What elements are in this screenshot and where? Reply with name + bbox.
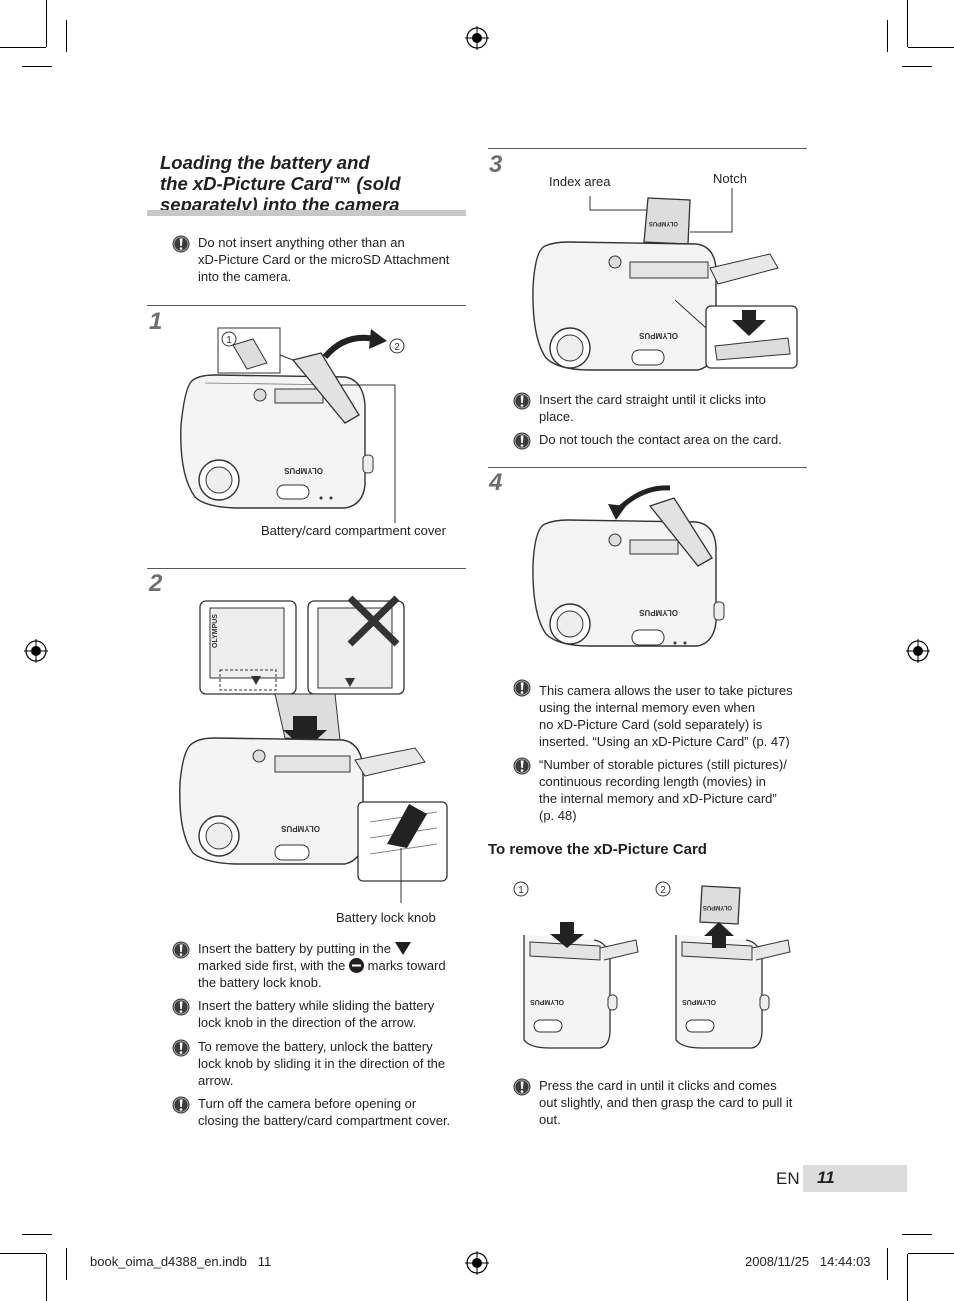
caution-note: Insert the battery while sliding the bat… (172, 997, 472, 1033)
title-underline-bar (147, 210, 466, 216)
callout-1: 1 (226, 335, 232, 346)
caution-note: Insert the card straight until it clicks… (513, 391, 813, 427)
caution-icon (172, 235, 190, 253)
caution-note: Do not touch the contact area on the car… (513, 431, 813, 450)
svg-text:OLYMPUS: OLYMPUS (281, 824, 320, 833)
camera-open-cover-illustration: OLYMPUS 1 2 (180, 327, 405, 523)
caution-note: To remove the battery, unlock the batter… (172, 1038, 472, 1092)
battery-lock-knob-label: Battery lock knob (336, 910, 436, 925)
caution-note: “Number of storable pictures (still pict… (513, 756, 813, 828)
battery-insertion-illustration: OLYMPUS OLYMPUS (179, 595, 448, 903)
registration-mark-right (906, 639, 930, 663)
svg-text:OLYMPUS: OLYMPUS (212, 614, 219, 648)
step-number: 2 (149, 570, 163, 597)
step-number: 1 (149, 308, 163, 335)
footer-datetime: 2008/11/25 14:44:03 (745, 1254, 871, 1269)
svg-text:OLYMPUS: OLYMPUS (639, 608, 678, 617)
page-number-tab (803, 1165, 907, 1192)
caution-icon (513, 432, 531, 450)
caution-note: Do not insert anything other than an xD-… (172, 234, 472, 288)
caution-icon (172, 941, 190, 959)
callout-2: 2 (660, 885, 666, 896)
caution-icon (513, 679, 531, 697)
caution-icon (513, 757, 531, 775)
step-number: 3 (489, 151, 503, 178)
svg-text:OLYMPUS: OLYMPUS (639, 331, 678, 340)
minus-mark-icon (349, 958, 365, 973)
svg-text:OLYMPUS: OLYMPUS (649, 220, 678, 226)
svg-text:OLYMPUS: OLYMPUS (682, 998, 716, 1005)
footer-filename: book_oima_d4388_en.indb 11 (90, 1254, 272, 1269)
step-number: 4 (489, 469, 503, 496)
callout-2: 2 (394, 342, 400, 353)
step-divider (488, 467, 807, 468)
section-title: Loading the battery and the xD-Picture C… (160, 152, 401, 215)
notch-label: Notch (713, 171, 747, 186)
registration-mark-bottom (465, 1251, 489, 1275)
caution-note: Insert the battery by putting in the mar… (172, 940, 472, 994)
caution-note: Press the card in until it clicks and co… (513, 1077, 813, 1131)
triangle-mark-icon (394, 942, 411, 955)
registration-mark-left (24, 639, 48, 663)
caution-icon (172, 1096, 190, 1114)
camera-close-cover-illustration: OLYMPUS (532, 485, 725, 647)
remove-card-heading: To remove the xD-Picture Card (488, 841, 707, 858)
compartment-cover-label: Battery/card compartment cover (261, 523, 446, 538)
svg-text:OLYMPUS: OLYMPUS (530, 998, 564, 1005)
step-divider (147, 305, 466, 306)
caution-note: This camera allows the user to take pict… (513, 678, 813, 750)
remove-card-step-2-illustration: 2 OLYMPUS OLYMPUS (655, 881, 791, 1049)
step-divider (488, 148, 807, 149)
step-divider (147, 568, 466, 569)
card-insertion-illustration: OLYMPUS OLYMPUS (532, 188, 798, 371)
caution-icon (172, 998, 190, 1016)
page-number: 11 (817, 1168, 835, 1187)
registration-mark-top (465, 26, 489, 50)
caution-icon (513, 392, 531, 410)
svg-text:OLYMPUS: OLYMPUS (703, 904, 732, 910)
language-code: EN (776, 1169, 800, 1188)
svg-text:OLYMPUS: OLYMPUS (284, 466, 323, 475)
caution-note: Turn off the camera before opening or cl… (172, 1095, 472, 1131)
callout-1: 1 (518, 885, 524, 896)
caution-icon (513, 1078, 531, 1096)
caution-icon (172, 1039, 190, 1057)
remove-card-step-1-illustration: 1 OLYMPUS (513, 881, 639, 1049)
index-area-label: Index area (549, 174, 611, 189)
